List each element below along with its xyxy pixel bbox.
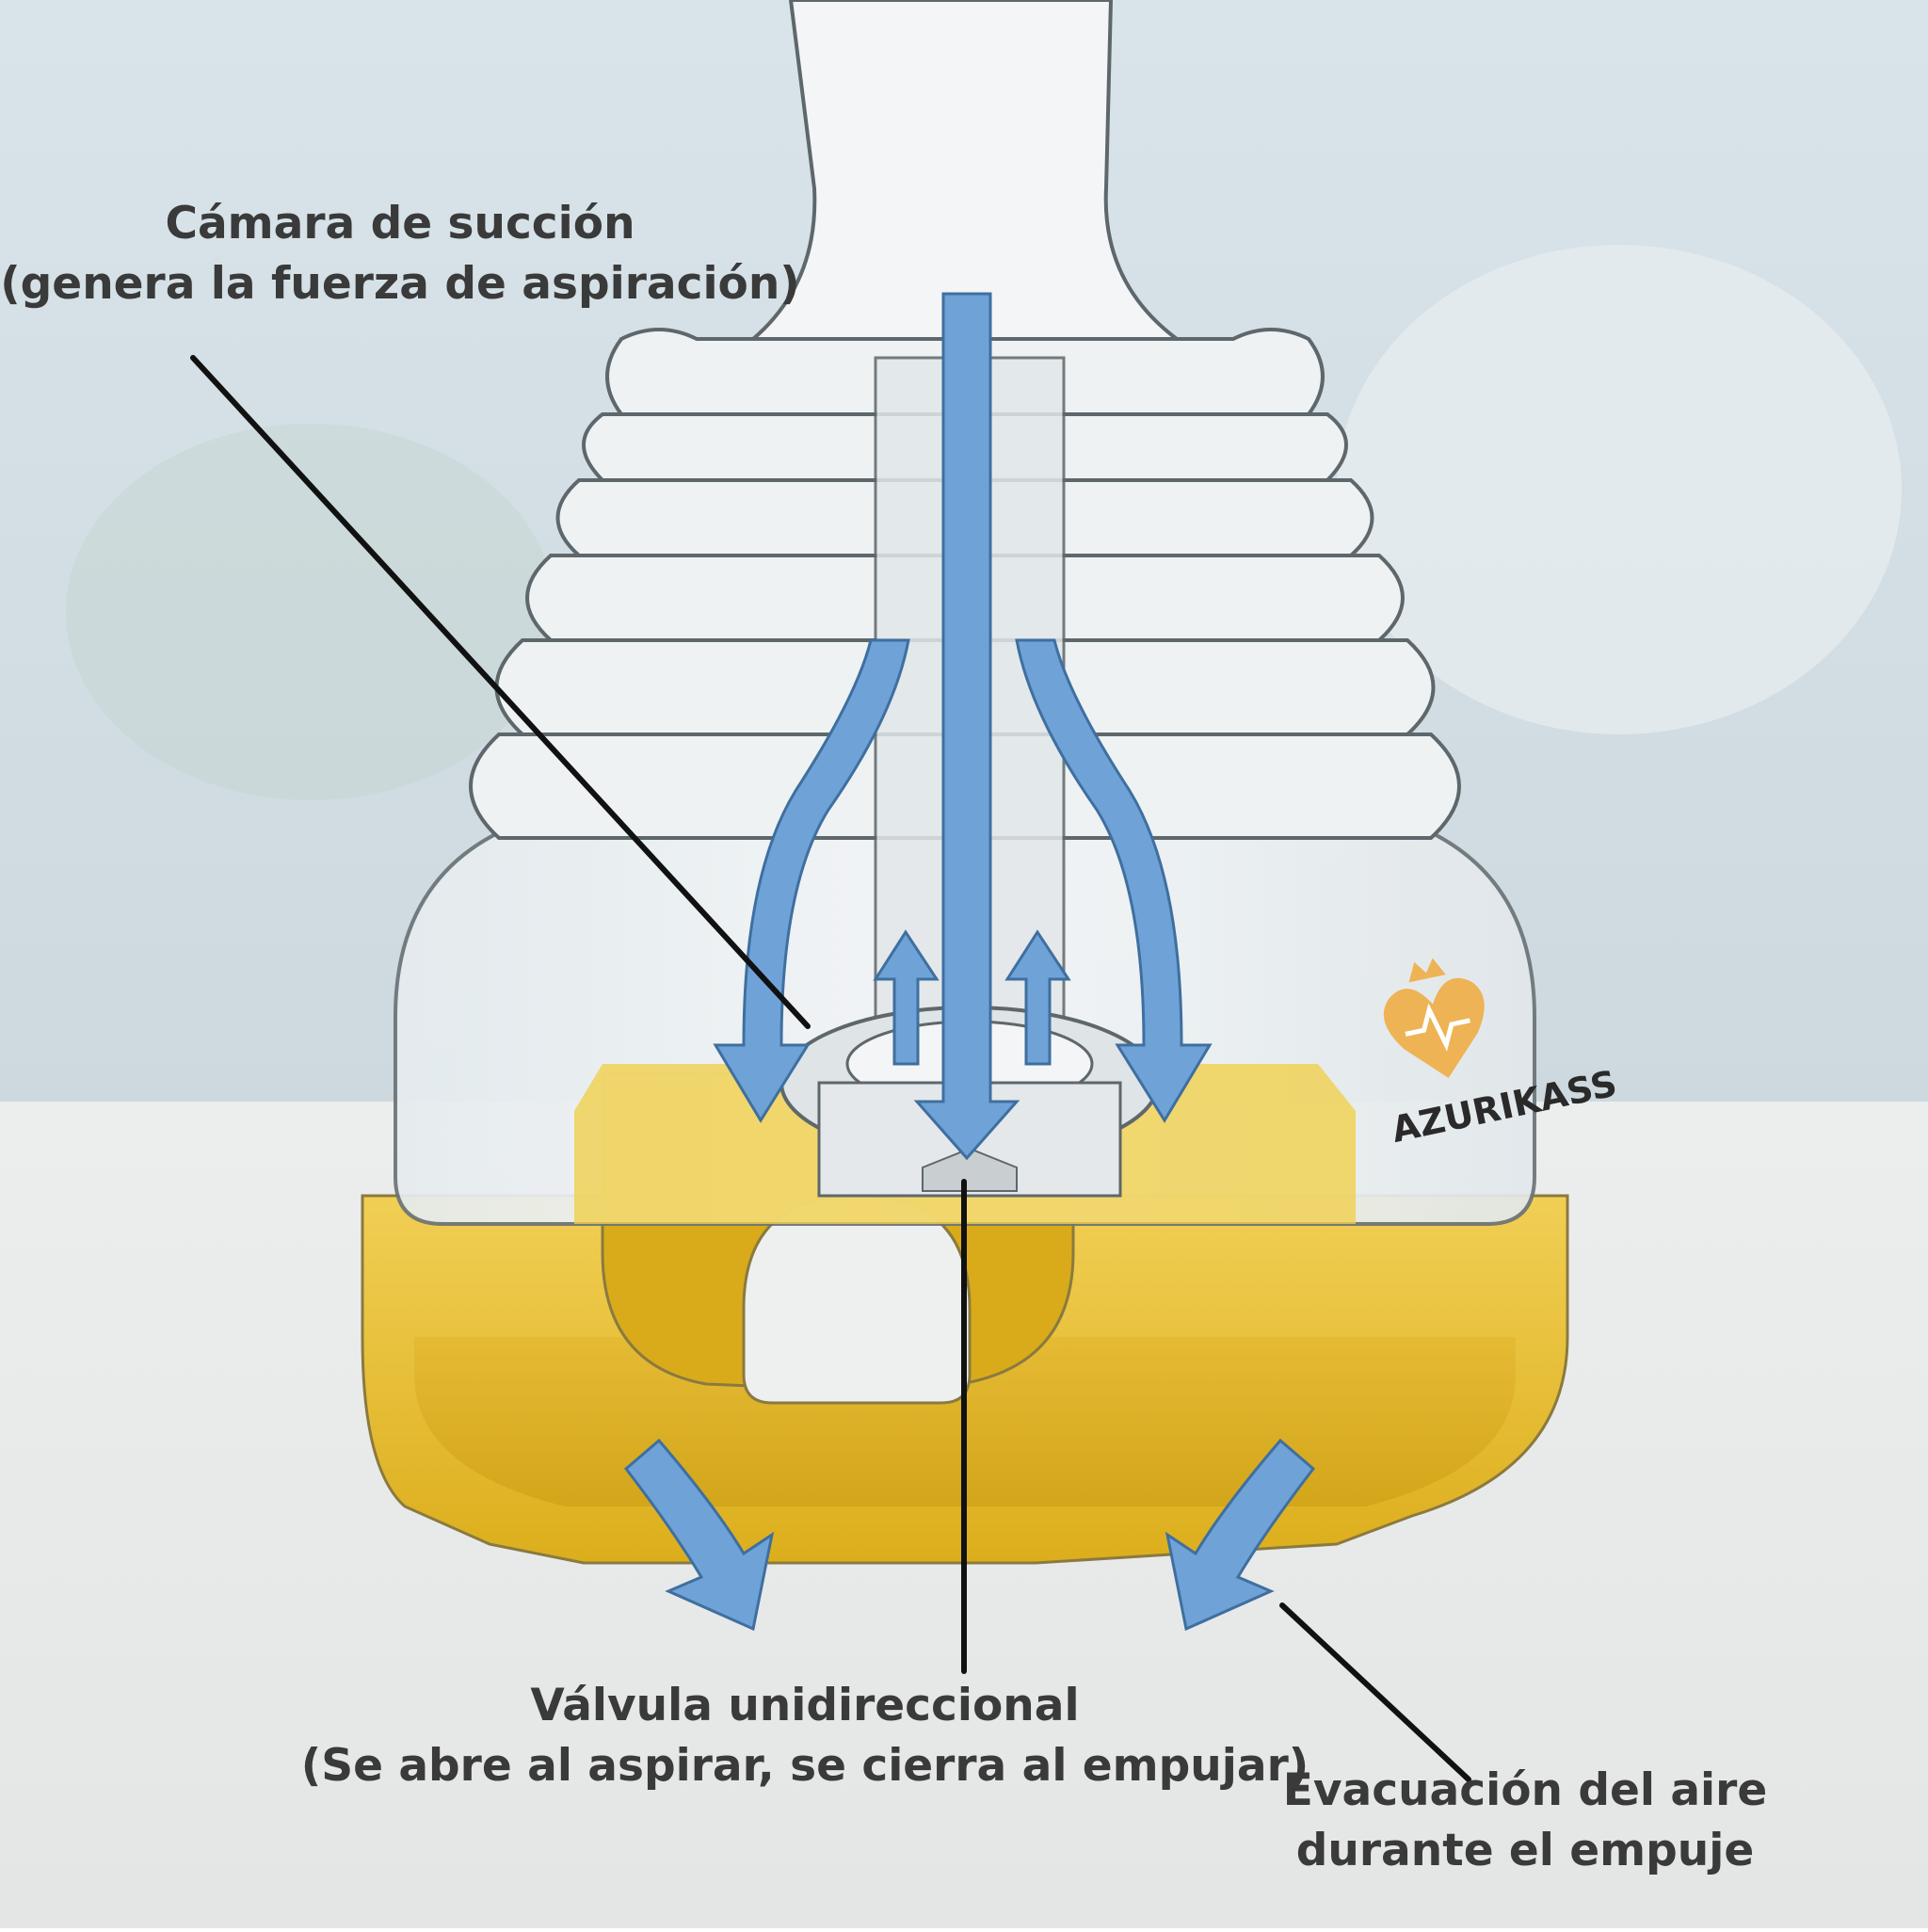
leader-lines [190,355,1471,1782]
right-down-arrow [1015,638,1213,1123]
flow-arrows [623,292,1316,1632]
left-up-arrow [873,929,940,1066]
yellow-base [361,1071,1569,1565]
leader-suction-chamber [190,355,811,1029]
background-blur-right [1337,245,1902,734]
label-air-evacuation-title: Evacuación del aire [1282,1764,1768,1816]
leader-air-evacuation [1279,1602,1471,1782]
background-blur-left [66,424,555,800]
left-exit-arrow [623,1438,775,1632]
label-suction-chamber-desc: (genera la fuerza de aspiración) [0,258,800,310]
pump-handle [747,0,1182,341]
label-suction-chamber: Cámara de succión (genera la fuerza de a… [0,194,800,314]
label-air-evacuation-desc: durante el empuje [1295,1825,1755,1876]
right-exit-arrow [1165,1438,1316,1632]
right-up-arrow [1004,929,1071,1066]
label-check-valve-title: Válvula unidireccional [530,1680,1080,1731]
label-check-valve: Válvula unidireccional (Se abre al aspir… [282,1676,1327,1796]
label-check-valve-desc: (Se abre al aspirar, se cierra al empuja… [300,1740,1309,1792]
heart-crown-logo-icon [1383,977,1485,1078]
left-down-arrow [713,638,910,1123]
label-air-evacuation: Evacuación del aire durante el empuje [1261,1761,1789,1881]
label-suction-chamber-title: Cámara de succión [165,198,635,250]
central-down-arrow [913,292,1020,1161]
